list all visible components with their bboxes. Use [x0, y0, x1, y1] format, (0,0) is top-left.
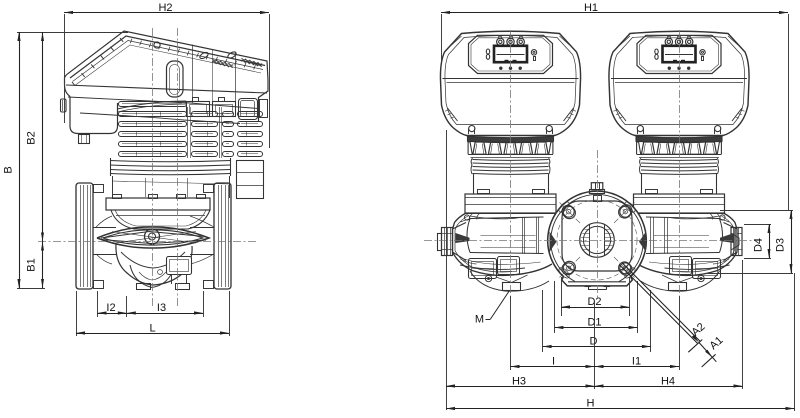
svg-text:B2: B2: [26, 131, 38, 144]
svg-text:H: H: [587, 398, 595, 410]
svg-text:I: I: [552, 356, 555, 368]
svg-text:D4: D4: [753, 238, 765, 252]
svg-text:H1: H1: [584, 2, 598, 14]
svg-text:H3: H3: [512, 375, 526, 387]
svg-text:B: B: [3, 166, 15, 173]
svg-text:B1: B1: [26, 258, 38, 271]
svg-text:I3: I3: [157, 302, 166, 314]
svg-text:M: M: [475, 314, 484, 326]
svg-text:D: D: [590, 336, 598, 348]
svg-text:H2: H2: [158, 2, 172, 14]
svg-text:H4: H4: [661, 375, 675, 387]
svg-text:I2: I2: [106, 302, 115, 314]
svg-text:I1: I1: [632, 356, 641, 368]
svg-text:L: L: [149, 323, 155, 335]
svg-text:D3: D3: [775, 238, 787, 252]
